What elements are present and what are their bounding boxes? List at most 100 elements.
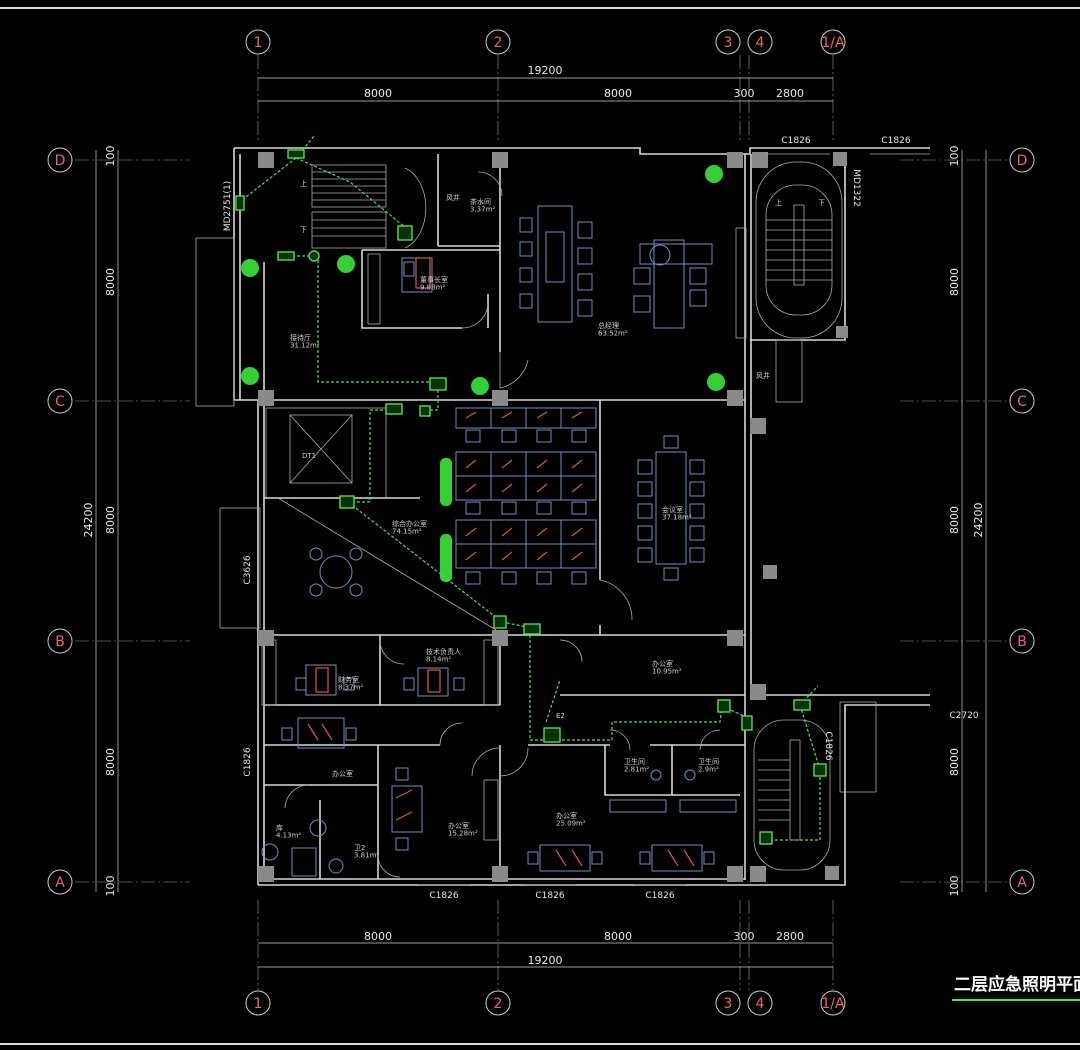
grid-label-4-bottom: 4 (756, 996, 765, 1012)
interior-walls (258, 154, 747, 879)
window-label-bottom-1: C1826 (429, 891, 458, 901)
shaft-label-right: 风井 (756, 371, 770, 380)
grid-label-1a-top: 1/A (821, 35, 845, 51)
dim-edge-bottom-right: 100 (948, 876, 961, 897)
columns (258, 152, 848, 882)
dim-total-right: 24200 (972, 503, 985, 538)
window-label-top-right-2: C1826 (881, 136, 910, 146)
plant-2 (337, 255, 355, 273)
open-office-desks (455, 407, 597, 585)
doors (284, 171, 721, 878)
plants (241, 165, 725, 582)
dimensions-left: 24200 8000 8000 8000 100 100 (82, 146, 119, 897)
drawing-title-block: 二层应急照明平面 (952, 974, 1080, 1001)
dimensions-top: 19200 8000 8000 300 2800 (258, 64, 833, 102)
circuit-label-e2: E2 (556, 712, 565, 720)
dim-span-1-top: 8000 (364, 87, 392, 100)
grid-bubbles-bottom: 1 2 3 4 1/A (245, 990, 846, 1016)
dim-span-1-bottom: 8000 (364, 930, 392, 943)
dim-span-4-bottom: 2800 (776, 930, 804, 943)
dim-span-3-top: 300 (734, 87, 755, 100)
grid-label-d-left: D (55, 153, 66, 169)
dim-span-2-top: 8000 (604, 87, 632, 100)
stair-right-down-label: 下 (818, 199, 825, 207)
emergency-light-12 (543, 727, 561, 743)
grid-label-1-bottom: 1 (254, 996, 263, 1012)
dim-span-4-top: 2800 (776, 87, 804, 100)
emergency-light-9 (339, 495, 355, 509)
grid-label-b-right: B (1017, 634, 1027, 650)
window-label-bottom-2: C1826 (535, 891, 564, 901)
emergency-light-10 (493, 615, 507, 629)
dim-total-bottom: 19200 (528, 954, 563, 967)
window-label-left-c3626: C3626 (243, 555, 253, 584)
grid-label-3-bottom: 3 (724, 996, 733, 1012)
window-label-bottom-3: C1826 (645, 891, 674, 901)
grid-label-b-left: B (55, 634, 65, 650)
plant-6 (707, 373, 725, 391)
drawing-title: 二层应急照明平面 (954, 974, 1080, 995)
stair-right-up-label: 上 (775, 198, 782, 207)
furniture (261, 205, 737, 877)
grid-label-a-right: A (1017, 875, 1027, 891)
door-label-md1322: MD1322 (851, 169, 861, 207)
window-label-left-c1826: C1826 (243, 747, 253, 776)
plant-strip-2 (440, 534, 452, 582)
emergency-light-7 (419, 405, 431, 417)
door-label-md2751: MD2751(1) (223, 181, 233, 231)
dim-row-3-right: 8000 (948, 748, 961, 776)
grid-label-d-right: D (1017, 153, 1028, 169)
dim-span-2-bottom: 8000 (604, 930, 632, 943)
dim-edge-top-left: 100 (104, 146, 117, 167)
grid-label-a-left: A (55, 875, 65, 891)
dim-span-3-bottom: 300 (734, 930, 755, 943)
plant-4 (471, 377, 489, 395)
emergency-light-16 (813, 763, 827, 777)
grid-bubbles-sides: D C B A D C B A (47, 147, 1035, 895)
plant-strip-1 (440, 458, 452, 506)
emergency-light-15 (793, 699, 811, 711)
grid-label-2-top: 2 (494, 35, 503, 51)
dim-total-top: 19200 (528, 64, 563, 77)
dim-total-left: 24200 (82, 503, 95, 538)
grid-bubbles-top: 1 2 3 4 1/A (245, 29, 846, 55)
dimensions-right: 24200 8000 8000 8000 100 100 (948, 146, 987, 897)
dim-row-2-right: 8000 (948, 506, 961, 534)
grid-label-3-top: 3 (724, 35, 733, 51)
emergency-light-11 (523, 623, 541, 635)
emergency-light-5 (397, 225, 413, 241)
emergency-light-8 (385, 403, 403, 415)
emergency-lighting-circuit (235, 135, 827, 845)
window-label-right-c1826: C1826 (823, 731, 833, 760)
plant-1 (241, 259, 259, 277)
dim-row-1-right: 8000 (948, 268, 961, 296)
stairs: 上 下 上 下 (300, 161, 843, 871)
dim-row-2-left: 8000 (104, 506, 117, 534)
elevator-label: DT1 (302, 452, 316, 460)
stair-up-label: 上 (300, 179, 307, 188)
emergency-light-6 (429, 377, 447, 391)
emergency-light-1 (287, 149, 305, 159)
room-office-left: 办公室 (332, 769, 353, 778)
dim-edge-bottom-left: 100 (104, 876, 117, 897)
grid-label-1a-bottom: 1/A (821, 996, 845, 1012)
emergency-light-2 (235, 195, 245, 211)
emergency-light-17 (759, 831, 773, 845)
grid-label-c-right: C (1017, 394, 1027, 410)
shaft-label-left: 风井 (446, 193, 460, 202)
